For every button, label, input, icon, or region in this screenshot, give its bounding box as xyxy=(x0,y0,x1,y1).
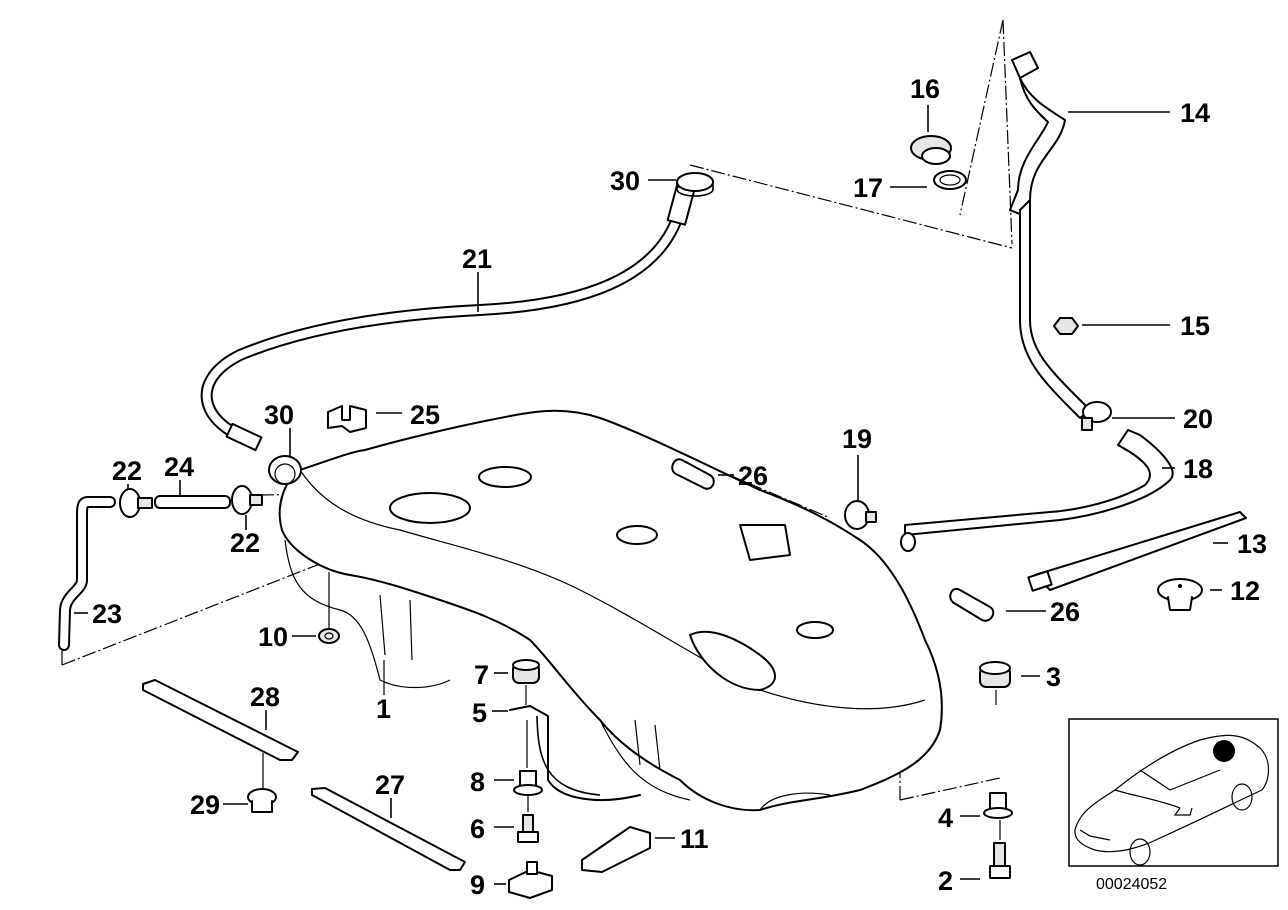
part-label-19[interactable]: 19 xyxy=(842,424,872,454)
rubber-mount-part-7[interactable]: 7 xyxy=(474,659,540,690)
fuel-tank-part-1[interactable]: 1 xyxy=(278,409,943,812)
part-label-30-lower[interactable]: 30 xyxy=(264,400,294,430)
part-label-16[interactable]: 16 xyxy=(910,74,940,104)
part-label-17[interactable]: 17 xyxy=(853,173,883,203)
part-label-21[interactable]: 21 xyxy=(462,244,492,274)
filler-neck-cap-seal-part-16[interactable]: 16 xyxy=(910,74,952,165)
part-label-1[interactable]: 1 xyxy=(376,694,391,724)
clip-nut-part-9[interactable]: 9 xyxy=(470,861,553,900)
part-label-30-top[interactable]: 30 xyxy=(610,166,640,196)
part-label-27[interactable]: 27 xyxy=(375,770,405,800)
part-label-23[interactable]: 23 xyxy=(92,599,122,629)
hose-clamp-part-22-right[interactable]: 22 xyxy=(230,485,263,558)
part-label-29[interactable]: 29 xyxy=(190,790,220,820)
part-label-14[interactable]: 14 xyxy=(1180,98,1210,128)
part-label-13[interactable]: 13 xyxy=(1237,529,1267,559)
hose-clamp-part-19[interactable]: 19 xyxy=(842,424,877,530)
heat-shield-strap-part-28[interactable]: 28 xyxy=(142,679,299,761)
spacer-bushing-part-8[interactable]: 8 xyxy=(470,720,543,797)
filler-hose-part-18[interactable]: 18 xyxy=(900,429,1213,552)
foam-pad-part-11[interactable]: 11 xyxy=(581,824,709,873)
part-label-4[interactable]: 4 xyxy=(938,803,953,833)
part-label-7[interactable]: 7 xyxy=(474,660,489,690)
heat-shield-strap-part-27[interactable]: 27 xyxy=(311,770,466,871)
vent-hose-part-23[interactable]: 23 xyxy=(58,496,122,651)
part-label-18[interactable]: 18 xyxy=(1183,454,1213,484)
part-label-9[interactable]: 9 xyxy=(470,870,485,900)
sealing-ring-part-17[interactable]: 17 xyxy=(853,170,967,203)
hose-clamp-part-30-lower[interactable]: 30 xyxy=(264,400,302,485)
part-label-2[interactable]: 2 xyxy=(938,866,953,896)
hex-bolt-part-6[interactable]: 6 xyxy=(470,796,539,844)
part-label-20[interactable]: 20 xyxy=(1183,404,1213,434)
part-label-8[interactable]: 8 xyxy=(470,767,485,797)
car-outline-icon xyxy=(1074,734,1270,866)
part-label-28[interactable]: 28 xyxy=(250,682,280,712)
hex-bolt-part-2[interactable]: 2 xyxy=(938,820,1011,896)
spacer-bushing-part-4[interactable]: 4 xyxy=(938,792,1013,833)
hose-clamp-part-20[interactable]: 20 xyxy=(1081,401,1213,434)
part-label-3[interactable]: 3 xyxy=(1046,662,1061,692)
part-label-15[interactable]: 15 xyxy=(1180,311,1210,341)
grommet-part-10[interactable]: 10 xyxy=(258,572,340,652)
part-label-12[interactable]: 12 xyxy=(1230,576,1260,606)
part-label-26-lower[interactable]: 26 xyxy=(1050,597,1080,627)
sleeve-part-26-upper[interactable]: 26 xyxy=(671,458,768,491)
vehicle-location-inset: 00024052 xyxy=(1068,718,1279,893)
rubber-mount-part-3[interactable]: 3 xyxy=(979,661,1061,705)
fuel-tank-location-dot xyxy=(1213,740,1235,762)
tank-bracket-part-5[interactable]: 5 xyxy=(472,685,641,801)
part-label-25[interactable]: 25 xyxy=(410,400,440,430)
cable-tie-part-13[interactable]: 13 xyxy=(1027,511,1267,592)
hose-clamp-part-22-left[interactable]: 22 xyxy=(112,456,153,518)
drawing-number: 00024052 xyxy=(1096,876,1167,893)
part-label-26-upper[interactable]: 26 xyxy=(738,461,768,491)
filler-pipe-part-14[interactable]: 14 xyxy=(1009,51,1210,419)
part-label-5[interactable]: 5 xyxy=(472,698,487,728)
part-label-24[interactable]: 24 xyxy=(164,452,194,482)
sleeve-part-26-lower[interactable]: 26 xyxy=(949,587,1080,627)
hose-part-24[interactable]: 24 xyxy=(154,452,231,509)
part-label-11[interactable]: 11 xyxy=(680,824,709,854)
expanding-rivet-part-12[interactable]: 12 xyxy=(1157,576,1260,611)
hose-clamp-part-30-top[interactable]: 30 xyxy=(610,166,714,197)
part-label-22-left[interactable]: 22 xyxy=(112,456,142,486)
clip-part-25[interactable]: 25 xyxy=(327,400,440,433)
part-label-6[interactable]: 6 xyxy=(470,814,485,844)
plastic-nut-part-29[interactable]: 29 xyxy=(190,753,277,820)
part-label-22-right[interactable]: 22 xyxy=(230,528,260,558)
hex-nut-part-15[interactable]: 15 xyxy=(1053,311,1210,341)
part-label-10[interactable]: 10 xyxy=(258,622,288,652)
